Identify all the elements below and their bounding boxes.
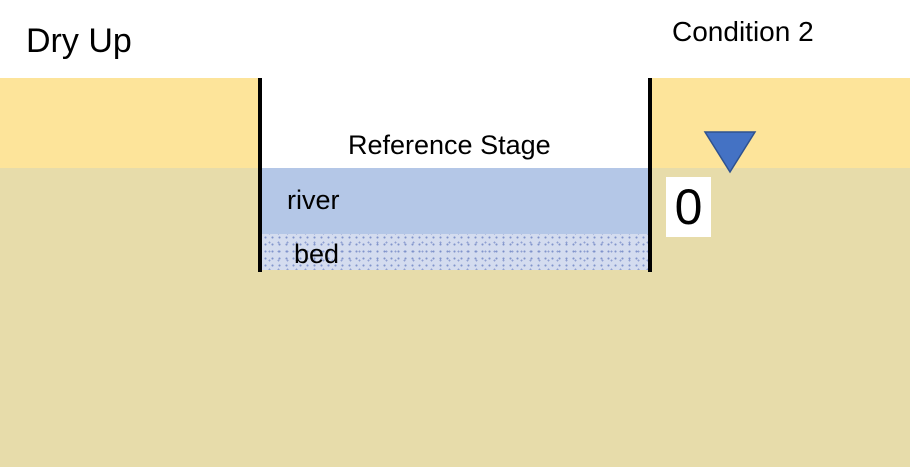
condition-label: Condition 2 (672, 16, 814, 47)
river-water (262, 168, 651, 234)
stage-value: 0 (666, 177, 711, 237)
channel-air-space (262, 78, 651, 168)
river-label: river (287, 185, 340, 215)
channel-wall-right (648, 78, 652, 272)
upper-soil-layer-left (0, 78, 259, 168)
bed-label: bed (294, 239, 340, 269)
upper-soil-layer-right (651, 78, 910, 168)
river-bed (262, 234, 651, 270)
channel-wall-left (258, 78, 262, 272)
diagram-title: Dry Up (26, 22, 132, 60)
reference-stage-label: Reference Stage (348, 130, 551, 160)
water-level-triangle-shape (703, 131, 757, 174)
water-level-triangle-icon (703, 131, 757, 174)
